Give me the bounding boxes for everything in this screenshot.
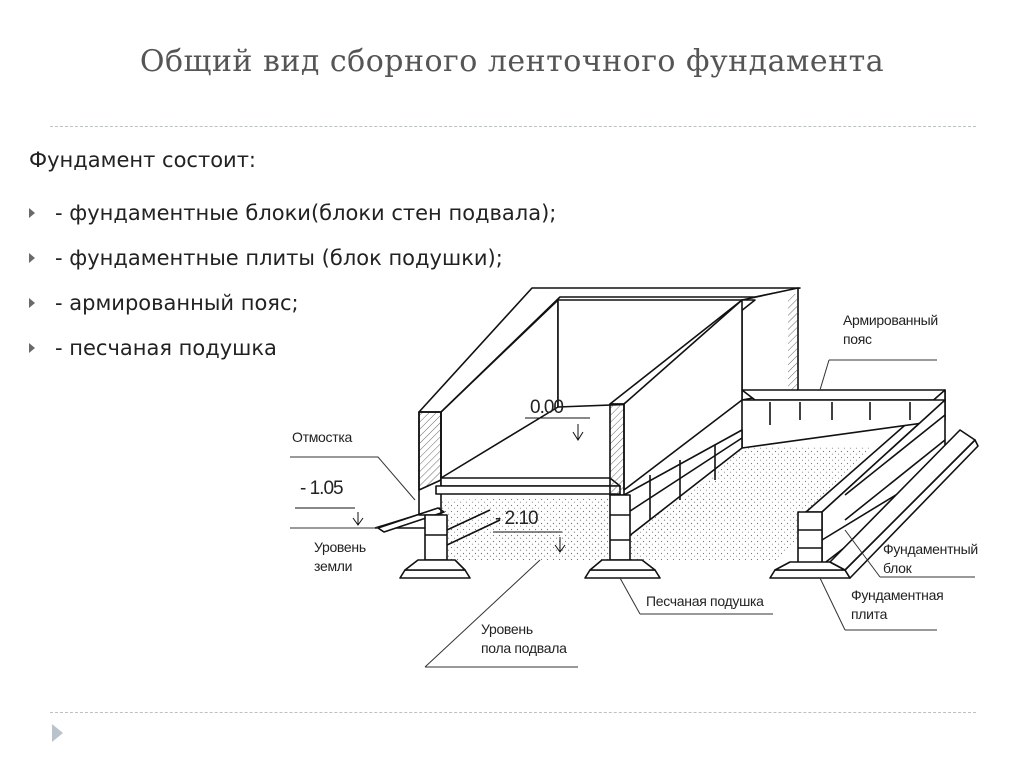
label-ground-2: земли [314,558,352,574]
label-slab-1: Фундаментная [851,587,943,603]
label-floor-1: Уровень [481,621,533,637]
level-zero: 0.00 [530,397,563,418]
nav-triangle-icon[interactable] [52,724,63,742]
level-ground: - 1.05 [300,478,343,499]
blind-area-slab [377,507,445,533]
bullet-triangle-icon [29,207,35,218]
level-floor: - 2.10 [495,508,538,529]
list-item: - армированный пояс; [29,280,556,325]
label-slab-2: плита [851,606,888,622]
bullet-text: - фундаментные плиты (блок подушки); [55,245,503,270]
middle-wall-column [609,494,631,561]
foundation-slab-right [769,569,851,579]
label-sand: Песчаная подушка [646,593,764,609]
label-belt-1: Армированный [843,312,938,328]
list-item: - песчаная подушка [29,325,556,370]
leader-lines [290,359,975,668]
foundation-slab-left-top [404,559,466,571]
label-belt-2: пояс [843,331,872,347]
bullet-list: - фундаментные блоки(блоки стен подвала)… [29,190,556,370]
left-wall-column [424,514,448,561]
label-block-2: блок [883,560,913,576]
title-divider [50,126,976,127]
foundation-slab-mid [584,569,661,579]
reinforced-belt [741,389,946,401]
foundation-slab-left [399,569,471,579]
level-markers [295,417,590,553]
label-ground-1: Уровень [314,539,366,555]
label-block-1: Фундаментный [883,541,978,557]
foundation-drawing [374,287,979,579]
bullet-triangle-icon [29,342,35,353]
label-floor-2: пола подвала [481,640,567,656]
floor-plate-front [435,485,621,495]
right-wall-column [797,511,823,566]
footer-divider [50,712,976,713]
middle-wall-section [609,403,625,496]
bullet-triangle-icon [29,252,35,263]
foundation-slab-side-top [829,429,976,571]
sand-cushion-right [610,447,870,560]
list-item: - фундаментные плиты (блок подушки); [29,235,556,280]
bullet-text: - армированный пояс; [55,290,299,315]
left-wall-section [418,411,442,491]
slide-title: Общий вид сборного ленточного фундамента [139,44,885,79]
foundation-slab-mid-top [589,559,656,571]
bullet-text: - фундаментные блоки(блоки стен подвала)… [55,200,557,225]
floor-plate [440,477,621,487]
list-item: - фундаментные блоки(блоки стен подвала)… [29,190,556,235]
back-wall-right-hatch [788,294,798,390]
label-blind-area: Отмостка [292,429,352,445]
bullet-text: - песчаная подушка [55,335,277,360]
bullet-triangle-icon [29,297,35,308]
intro-text: Фундамент состоит: [29,148,257,172]
